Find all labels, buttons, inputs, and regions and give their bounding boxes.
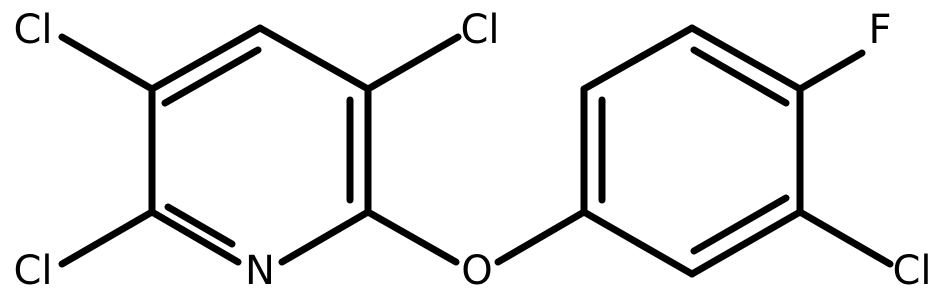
atom-label-cl-top-right: Cl	[460, 7, 499, 53]
bond-c3-cl	[58, 33, 156, 93]
bond-o-c1prime	[494, 208, 588, 266]
atom-label-cl-top-left: Cl	[13, 7, 52, 53]
bond-c3-c4	[148, 24, 264, 93]
bond-n-c2	[148, 208, 242, 266]
bond-c5-cl	[796, 208, 894, 268]
atom-label-f: F	[868, 7, 891, 53]
bond-c5-c6	[688, 208, 804, 278]
bond-n-c2-inner	[164, 203, 236, 248]
bond-c2-c3	[580, 24, 696, 93]
bond-c6-c1	[580, 208, 696, 278]
bond-c3-c4	[688, 24, 804, 93]
bond-c4-c5	[256, 24, 372, 93]
bond-c5-cl	[364, 33, 462, 93]
bond-c4-c4-inner	[161, 46, 262, 107]
atom-label-cl-bottom-left: Cl	[13, 248, 52, 294]
bond-c3-c4-inner	[690, 46, 790, 107]
pyridine-ring	[148, 24, 372, 266]
atom-label-n: N	[245, 248, 275, 294]
bond-c5-c6-inner	[690, 194, 790, 255]
bond-c2-cl	[58, 208, 156, 268]
bond-c6-n	[278, 208, 372, 266]
bond-c6-o	[364, 208, 460, 266]
atom-label-o: O	[461, 248, 492, 294]
bond-c4-f	[796, 49, 866, 93]
phenyl-ring	[580, 24, 804, 278]
atom-label-cl-bottom-right: Cl	[892, 248, 931, 294]
